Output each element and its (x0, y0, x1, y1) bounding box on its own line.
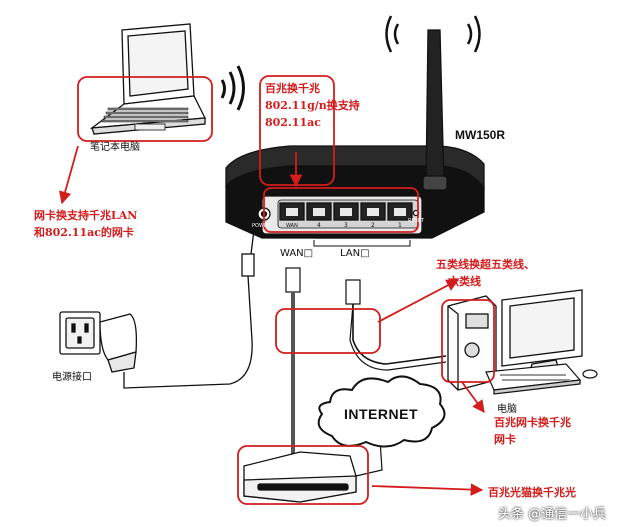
cable-line-1: 五类线换超五类线、 (436, 258, 535, 271)
laptop-label: 笔记本电脑 (90, 142, 140, 153)
router-ports-box (263, 187, 419, 233)
port-number-3: 3 (344, 222, 348, 229)
router-upgrade-line-3: 802.11ac (265, 116, 321, 129)
modem-icon (243, 451, 357, 503)
router-upgrade-line-1: 百兆换千兆 (265, 82, 320, 95)
wan-port-box: □ (303, 248, 314, 259)
router-model-label: MW150R (455, 128, 506, 142)
laptop-highlight-box (77, 76, 213, 142)
desktop-tower-icon (447, 295, 497, 391)
wan-port-label: WAN□ (280, 248, 313, 259)
cable-line-2: 六类线 (448, 275, 481, 288)
desktop-nic-arrow (461, 381, 485, 414)
cable-arrow (377, 279, 460, 323)
port-number-4: 4 (317, 222, 321, 229)
laptop-nic-annotation: 网卡换支持千兆LAN 和802.11ac的网卡 (34, 207, 137, 241)
desktop-nic-annotation: 百兆网卡换千兆 网卡 (494, 414, 571, 448)
wan-port-tag: WAN (286, 223, 298, 229)
desktop-nic-line-2: 网卡 (494, 433, 516, 446)
modem-highlight-box (237, 445, 369, 505)
wan-cable (285, 267, 301, 474)
lan-cable (345, 279, 447, 371)
desktop-highlight-box (441, 299, 495, 383)
power-outlet-label: 电源接口 (52, 372, 92, 383)
modem-annotation: 百兆光猫换千兆光 (488, 486, 576, 499)
cable-highlight-box (275, 308, 381, 354)
power-adapter-icon (99, 313, 138, 373)
router-antenna (422, 29, 448, 191)
laptop-icon (89, 23, 207, 135)
router-upgrade-annotation: 百兆换千兆 802.11g/n换支持 802.11ac (265, 80, 360, 131)
lan-port-box: □ (360, 248, 370, 259)
laptop-nic-arrow (58, 145, 79, 205)
port-number-2: 2 (371, 222, 375, 229)
internet-label: INTERNET (344, 406, 418, 422)
power-port-tag: POWER (252, 223, 271, 229)
port-number-1: 1 (398, 222, 402, 229)
wifi-signal-icon (220, 65, 245, 111)
laptop-nic-line-1: 网卡换支持千兆LAN (34, 209, 138, 222)
watermark: 头条 @通信一小兵 (498, 507, 607, 522)
lan-port-text: LAN (340, 248, 361, 259)
keyboard-icon (485, 363, 598, 395)
cable-annotation: 五类线换超五类线、 六类线 (436, 256, 535, 290)
laptop-nic-line-2: 和802.11ac的网卡 (34, 226, 134, 239)
wan-port-text: WAN (280, 248, 304, 259)
desktop-monitor-icon (501, 289, 583, 379)
router-upgrade-line-2: 802.11g/n换支持 (265, 99, 360, 112)
antenna-signal-icon (385, 15, 481, 53)
modem-arrow (371, 483, 484, 496)
lan-port-label: LAN□ (340, 248, 370, 259)
power-cable (123, 229, 255, 389)
desktop-label: 电脑 (497, 404, 517, 415)
power-outlet-icon (59, 311, 101, 355)
desktop-nic-line-1: 百兆网卡换千兆 (494, 416, 571, 429)
internet-cloud-icon (317, 375, 446, 448)
reset-tag: RESET (408, 218, 425, 224)
